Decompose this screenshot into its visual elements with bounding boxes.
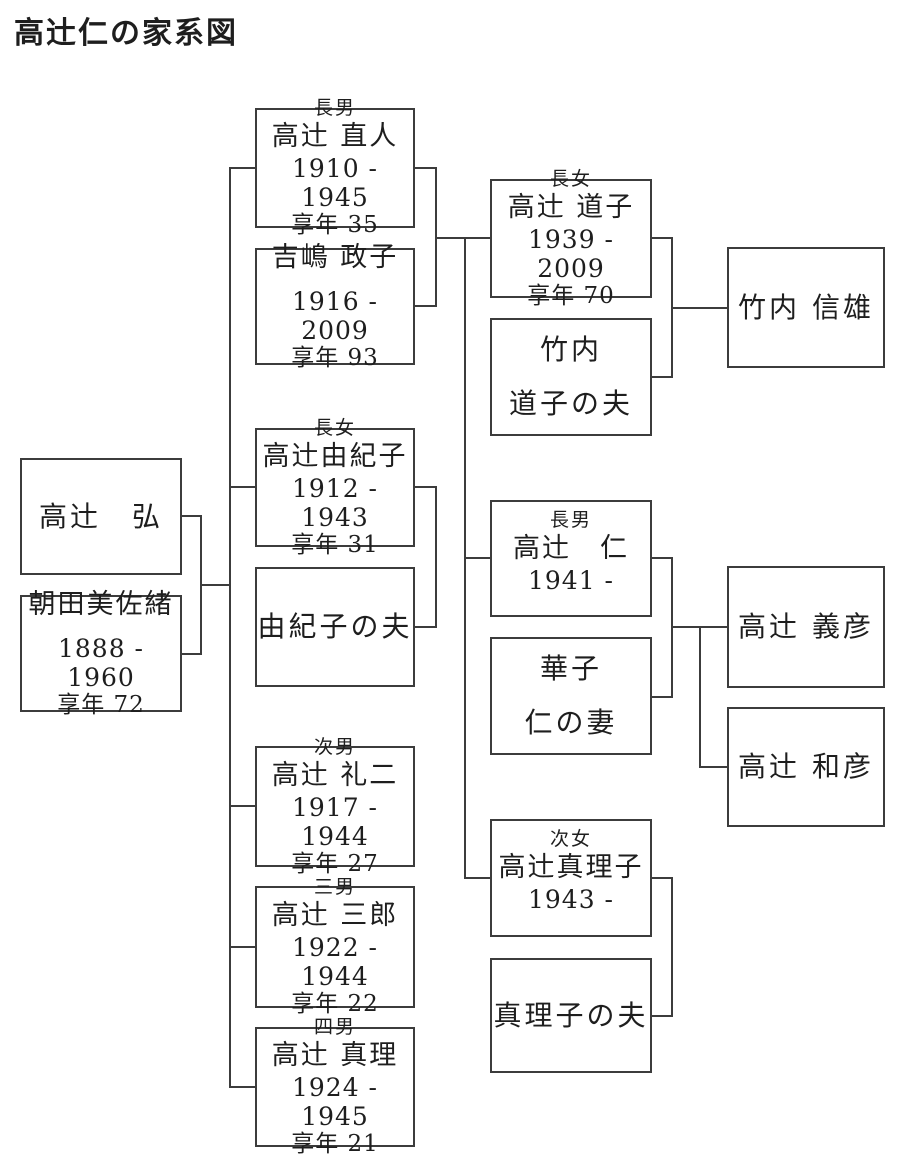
person-name: 真理子の夫 — [493, 998, 649, 1032]
relation-label: 長男 — [313, 97, 356, 119]
person-name: 高辻 礼二 — [271, 759, 399, 791]
life-dates: 1910 - 1945 — [291, 154, 379, 212]
person-box-hiroshi: 高辻 弘 — [20, 458, 182, 575]
connector — [464, 557, 490, 559]
person-name: 高辻 仁 — [513, 532, 629, 564]
relation-label: 三男 — [313, 876, 356, 898]
person-name: 由紀子の夫 — [257, 610, 413, 643]
person-box-mari: 四男 高辻 真理 1924 - 1945 享年 21 — [255, 1016, 415, 1157]
person-role: 道子の夫 — [508, 387, 633, 420]
person-box-saburo: 三男 高辻 三郎 1922 - 1944 享年 22 — [255, 876, 415, 1017]
age-at-death: 享年 27 — [291, 850, 379, 877]
person-name: 竹内 — [539, 333, 602, 366]
connector — [435, 237, 492, 239]
connector — [671, 877, 673, 1017]
connector — [415, 626, 437, 628]
connector — [229, 1086, 255, 1088]
connector — [229, 486, 255, 488]
age-at-death: 享年 22 — [291, 991, 379, 1017]
person-name: 吉嶋 政子 — [271, 242, 399, 273]
person-box-yukiko-husband: 由紀子の夫 — [255, 567, 415, 687]
connector — [652, 237, 673, 239]
connector — [652, 696, 673, 698]
person-box-misao: 朝田美佐緒 1888 - 1960 享年 72 — [20, 589, 182, 718]
life-dates: 1943 - — [527, 885, 615, 914]
relation-label: 次男 — [313, 735, 356, 758]
person-box-michiko-husband: 竹内 道子の夫 — [490, 318, 652, 436]
life-dates: 1912 - 1943 — [291, 473, 379, 532]
connector — [229, 167, 255, 169]
person-name: 朝田美佐緒 — [28, 589, 174, 620]
connector — [415, 305, 437, 307]
person-box-mariko-husband: 真理子の夫 — [490, 958, 652, 1073]
life-dates: 1941 - — [527, 565, 615, 595]
person-box-masako: 吉嶋 政子 1916 - 2009 享年 93 — [255, 242, 415, 371]
page-title: 高辻仁の家系図 — [14, 16, 238, 51]
person-name: 高辻 和彦 — [738, 750, 874, 783]
person-box-yoshihiko: 高辻 義彦 — [727, 566, 885, 688]
life-dates: 1939 - 2009 — [527, 224, 615, 283]
connector — [415, 167, 437, 169]
relation-label: 長男 — [549, 508, 592, 531]
connector — [652, 1015, 673, 1017]
person-name: 高辻 弘 — [38, 499, 163, 533]
age-at-death: 享年 21 — [291, 1131, 379, 1157]
person-box-hitoshi: 長男 高辻 仁 1941 - — [490, 500, 652, 617]
person-name: 竹内 信雄 — [738, 290, 874, 324]
person-name: 高辻 直人 — [271, 121, 399, 152]
connector — [652, 376, 673, 378]
person-box-michiko: 長女 高辻 道子 1939 - 2009 享年 70 — [490, 168, 652, 309]
relation-label: 四男 — [313, 1016, 356, 1038]
life-dates: 1922 - 1944 — [291, 933, 379, 991]
age-at-death: 享年 31 — [291, 531, 379, 558]
connector — [435, 486, 437, 628]
connector — [699, 626, 701, 768]
life-dates: 1917 - 1944 — [291, 792, 379, 851]
person-box-hanako: 華子 仁の妻 — [490, 637, 652, 755]
person-name: 華子 — [539, 652, 602, 685]
connector — [652, 557, 673, 559]
person-box-kazuhiko: 高辻 和彦 — [727, 707, 885, 827]
connector — [229, 805, 255, 807]
person-name: 高辻 三郎 — [271, 900, 399, 931]
person-role: 仁の妻 — [524, 706, 618, 739]
age-at-death: 享年 70 — [527, 282, 615, 309]
person-box-reiji: 次男 高辻 礼二 1917 - 1944 享年 27 — [255, 736, 415, 877]
age-at-death: 享年 72 — [57, 692, 145, 718]
life-dates: 1916 - 2009 — [291, 287, 379, 345]
connector — [182, 515, 202, 517]
person-name: 高辻 道子 — [507, 191, 635, 223]
person-name: 高辻 義彦 — [738, 610, 874, 643]
connector — [464, 877, 490, 879]
person-box-yukiko: 長女 高辻由紀子 1912 - 1943 享年 31 — [255, 417, 415, 558]
connector — [200, 584, 229, 586]
life-dates: 1924 - 1945 — [291, 1073, 379, 1131]
relation-label: 長女 — [313, 416, 356, 439]
person-name: 高辻由紀子 — [262, 440, 408, 472]
connector — [699, 766, 727, 768]
connector — [671, 307, 727, 309]
connector — [182, 653, 202, 655]
age-at-death: 享年 93 — [291, 345, 379, 371]
person-name: 高辻 真理 — [271, 1040, 399, 1071]
person-box-mariko: 次女 高辻真理子 1943 - — [490, 819, 652, 937]
connector — [229, 167, 231, 1088]
life-dates: 1888 - 1960 — [57, 634, 145, 692]
relation-label: 次女 — [549, 828, 592, 850]
person-box-naoto: 長男 高辻 直人 1910 - 1945 享年 35 — [255, 97, 415, 238]
relation-label: 長女 — [549, 167, 592, 190]
connector — [229, 946, 255, 948]
age-at-death: 享年 35 — [291, 212, 379, 238]
person-box-nobuo: 竹内 信雄 — [727, 247, 885, 368]
person-name: 高辻真理子 — [498, 852, 644, 883]
connector — [652, 877, 673, 879]
connector — [415, 486, 437, 488]
